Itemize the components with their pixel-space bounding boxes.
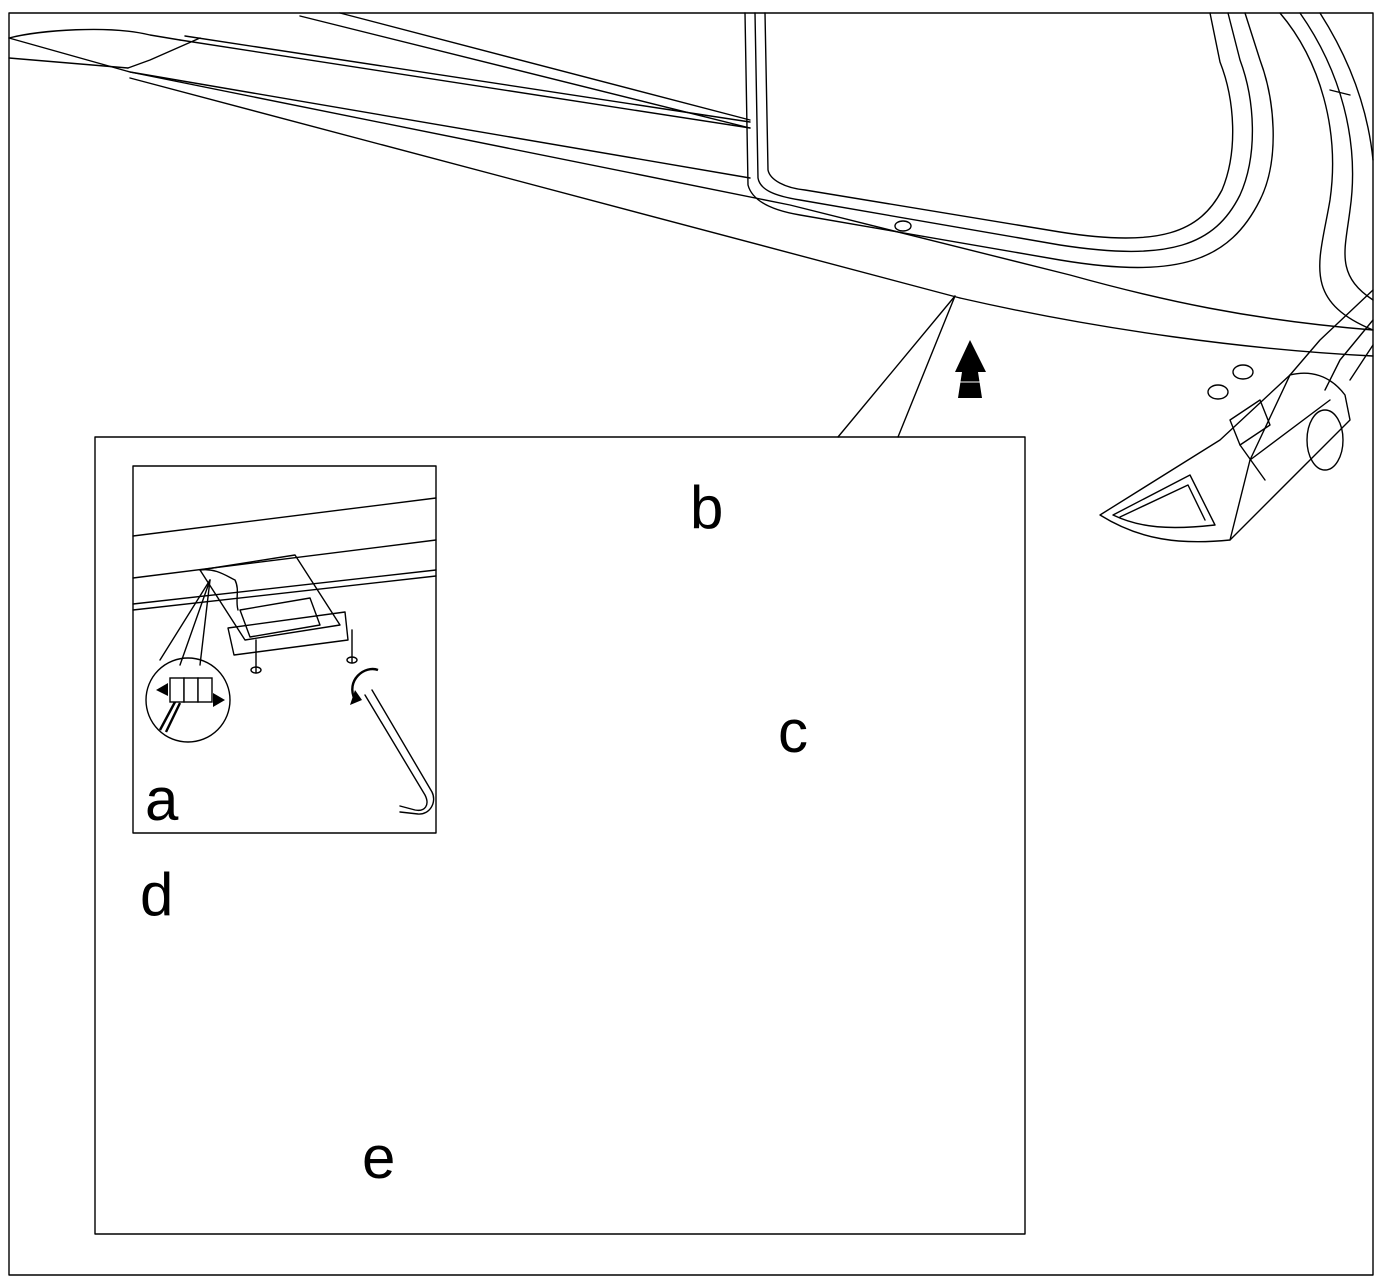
panel-a xyxy=(132,465,437,834)
panel-label-d: d xyxy=(140,861,174,928)
hex-key-icon xyxy=(364,689,435,815)
panel-label-a: a xyxy=(145,766,179,833)
panel-label-c: c xyxy=(778,698,808,765)
page-frame xyxy=(8,12,1374,1276)
direction-arrow-icon xyxy=(955,340,986,398)
machine-frame-illustration xyxy=(8,12,1374,543)
screw-icon xyxy=(250,629,358,674)
rotation-arrow-icon xyxy=(350,667,379,705)
detail-box xyxy=(94,436,1026,1235)
callout-line-right xyxy=(897,295,956,438)
panel-label-e: e xyxy=(362,1124,396,1191)
callout-line-left xyxy=(837,295,956,438)
panel-label-b: b xyxy=(690,474,724,541)
connector-plug-icon xyxy=(145,657,231,743)
